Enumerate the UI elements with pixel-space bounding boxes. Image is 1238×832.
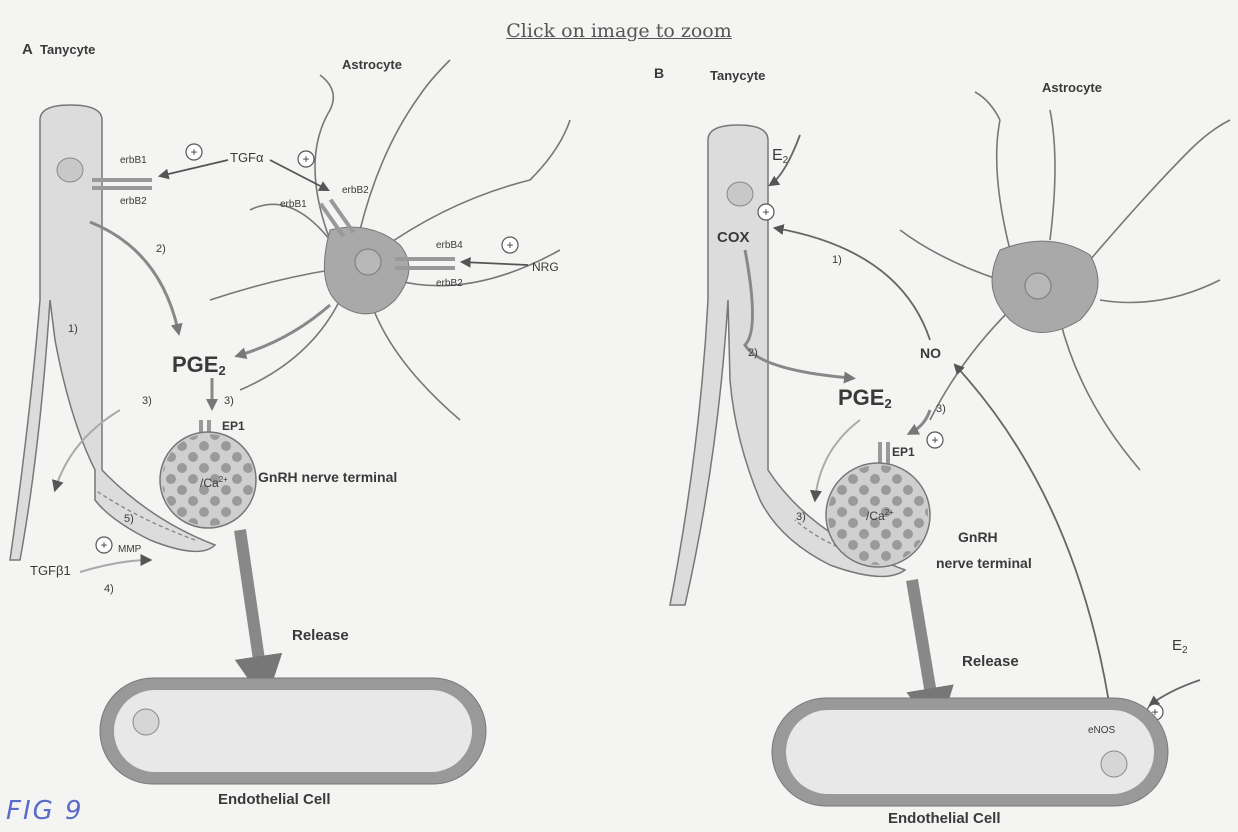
plus-a-3: +	[506, 238, 513, 252]
endothelial-cell-b	[772, 698, 1168, 806]
panel-a: A Tanycyte Astrocyte TGFα erbB1 erbB2 er…	[10, 41, 570, 808]
erbb1-label-a2: erbB1	[280, 199, 307, 210]
erbb1-label-a1: erbB1	[120, 155, 147, 166]
step-b-2: 2)	[748, 347, 758, 359]
tgfb1-label: TGFβ1	[30, 563, 71, 578]
no-label: NO	[920, 345, 941, 361]
cox-label: COX	[717, 229, 750, 246]
plus-a-2: +	[302, 152, 309, 166]
plus-a-4: +	[100, 538, 107, 552]
step-a-1: 1)	[68, 323, 78, 335]
endothelial-label-a: Endothelial Cell	[218, 791, 331, 808]
gnrh-nerve-terminal-a	[160, 420, 256, 528]
pge2-label-a: PGE2	[172, 352, 226, 378]
plus-a-1: +	[190, 145, 197, 159]
release-label-b: Release	[962, 653, 1019, 670]
ep1-label-b: EP1	[892, 445, 915, 459]
release-arrow-a	[240, 530, 262, 680]
release-label-a: Release	[292, 627, 349, 644]
panel-b-tanycyte-label: Tanycyte	[710, 68, 765, 83]
panel-b: B Tanycyte Astrocyte COX E2 NO	[654, 65, 1230, 827]
step-a-3b: 3)	[142, 395, 152, 407]
e2-label-bottom: E2	[1172, 637, 1188, 656]
tgfa-label: TGFα	[230, 150, 264, 165]
step-b-3b: 3)	[796, 511, 806, 523]
erbb4-label: erbB4	[436, 240, 463, 251]
pge2-label-b: PGE2	[838, 385, 892, 411]
handwritten-figure-label: FIG 9	[6, 796, 84, 826]
erbb2-label-a3: erbB2	[436, 278, 463, 289]
plus-marker-b	[758, 204, 1163, 720]
erbb2-label-a2: erbB2	[342, 185, 369, 196]
nrg-label: NRG	[532, 260, 559, 274]
enos-label: eNOS	[1088, 725, 1116, 736]
nerve-terminal-label-b: nerve terminal	[936, 555, 1032, 571]
panel-b-astrocyte-label: Astrocyte	[1042, 80, 1102, 95]
step-b-3: 3)	[936, 403, 946, 415]
gnrh-label-b: GnRH	[958, 529, 998, 545]
e2-label-top: E2	[772, 147, 789, 166]
plus-b-2: +	[931, 433, 938, 447]
step-a-4: 4)	[104, 583, 114, 595]
step-a-5: 5)	[124, 513, 134, 525]
mmp-label: MMP	[118, 544, 142, 555]
panel-a-letter: A	[22, 41, 33, 58]
panel-b-letter: B	[654, 65, 664, 81]
endothelial-label-b: Endothelial Cell	[888, 810, 1001, 827]
erbb2-label-a1: erbB2	[120, 196, 147, 207]
gnrh-terminal-label-a: GnRH nerve terminal	[258, 469, 397, 485]
plus-b-1: +	[762, 205, 769, 219]
step-b-1: 1)	[832, 254, 842, 266]
release-arrow-b	[912, 580, 934, 712]
panel-a-tanycyte-label: Tanycyte	[40, 42, 95, 57]
step-a-2: 2)	[156, 243, 166, 255]
step-a-3: 3)	[224, 395, 234, 407]
plus-marker-a	[96, 144, 518, 553]
endothelial-cell-a	[100, 678, 486, 784]
ep1-label-a: EP1	[222, 419, 245, 433]
panel-a-astrocyte-label: Astrocyte	[342, 57, 402, 72]
gnrh-nerve-terminal-b	[826, 442, 930, 567]
